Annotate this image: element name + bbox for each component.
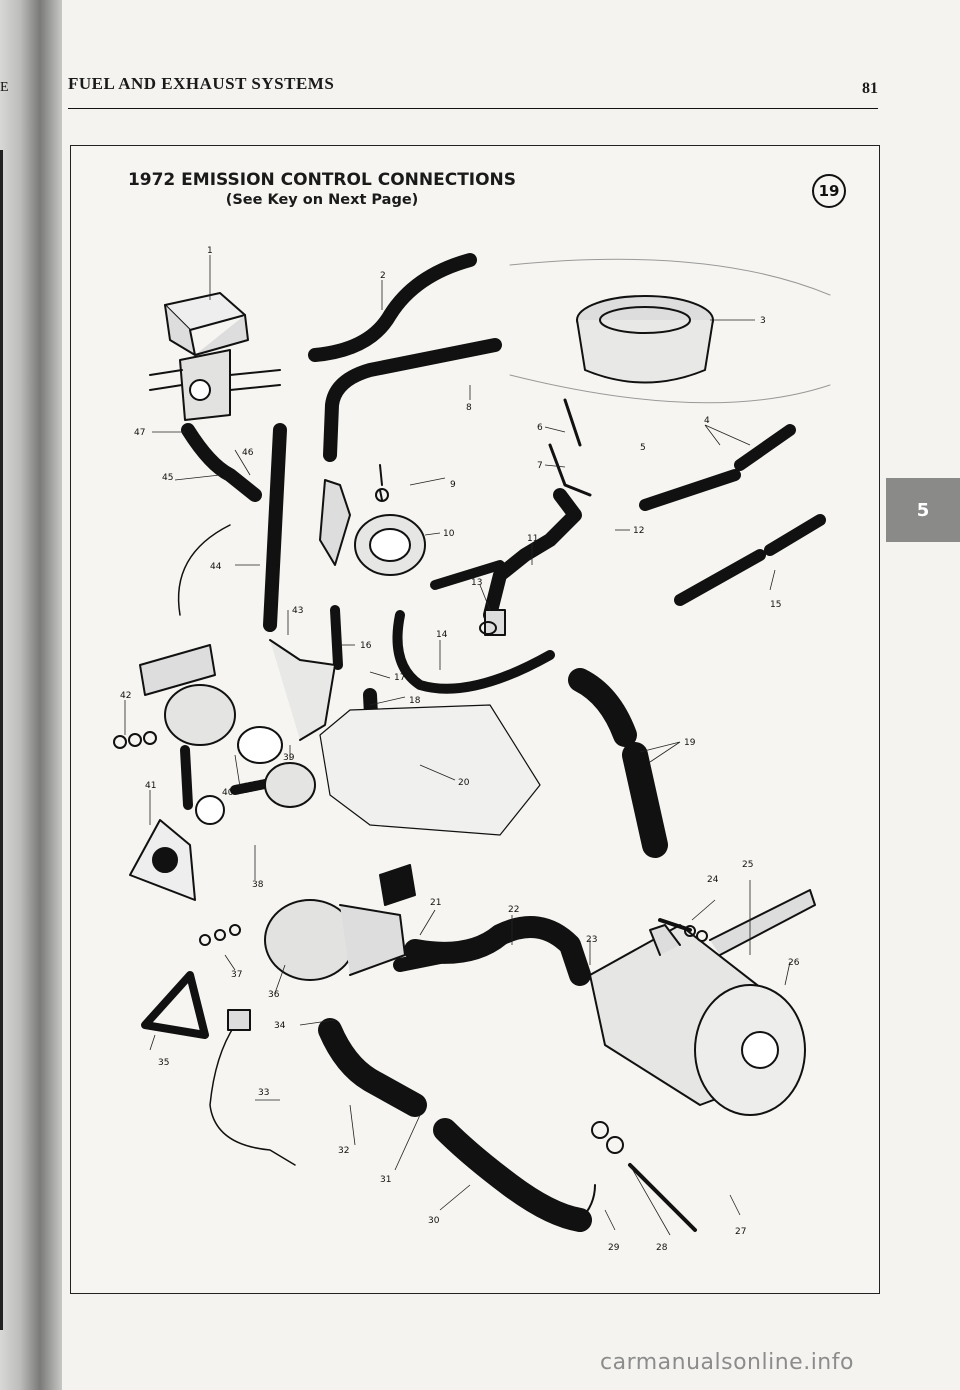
exploded-diagram: 1 2 3 4 5 6 7 8 9 10 11 12 13 14 15 16 1… xyxy=(113,246,831,1253)
figure-title-block: 1972 EMISSION CONTROL CONNECTIONS (See K… xyxy=(112,170,532,208)
part-label: 28 xyxy=(656,1243,668,1253)
left-page-edge-char: E xyxy=(0,80,9,95)
part-label: 12 xyxy=(633,526,644,536)
watermark: carmanualsonline.info xyxy=(600,1350,854,1375)
part-label: 39 xyxy=(283,753,295,763)
part-label: 35 xyxy=(158,1058,169,1068)
part-label: 4 xyxy=(704,416,710,426)
part-label: 5 xyxy=(640,443,646,453)
part-label: 29 xyxy=(608,1243,620,1253)
part-label: 41 xyxy=(145,781,156,791)
figure-number-badge: 19 xyxy=(812,174,846,208)
part-label: 16 xyxy=(360,641,372,651)
part-label: 42 xyxy=(120,691,131,701)
part-label: 27 xyxy=(735,1227,746,1237)
part-label: 17 xyxy=(394,673,405,683)
hose-45 xyxy=(181,423,262,502)
part-label: 9 xyxy=(450,480,456,490)
part-label: 24 xyxy=(707,875,719,885)
part-label: 7 xyxy=(537,461,543,471)
part-label: 14 xyxy=(436,630,448,640)
part-label: 45 xyxy=(162,473,173,483)
part-label: 34 xyxy=(274,1021,286,1031)
hose-43 xyxy=(263,423,287,632)
part-label: 22 xyxy=(508,905,519,915)
part-label: 3 xyxy=(760,316,766,326)
part-label: 8 xyxy=(466,403,472,413)
part-label: 40 xyxy=(222,788,234,798)
part-label: 15 xyxy=(770,600,781,610)
part-label: 43 xyxy=(292,606,303,616)
part-label: 20 xyxy=(458,778,470,788)
part-label: 44 xyxy=(210,562,222,572)
part-label: 30 xyxy=(428,1216,440,1226)
part-label: 36 xyxy=(268,990,280,1000)
air-cleaner-body xyxy=(576,319,714,384)
part-label: 38 xyxy=(252,880,264,890)
figure-subtitle: (See Key on Next Page) xyxy=(225,192,419,208)
part-label: 25 xyxy=(742,860,753,870)
part-label: 26 xyxy=(788,958,800,968)
part-label: 11 xyxy=(527,534,538,544)
page-header: FUEL AND EXHAUST SYSTEMS 81 xyxy=(68,72,878,109)
part-label: 6 xyxy=(537,423,543,433)
part-label: 18 xyxy=(409,696,421,706)
part-label: 37 xyxy=(231,970,242,980)
left-page-rule xyxy=(0,150,3,1330)
part-label: 31 xyxy=(380,1175,391,1185)
part-label: 13 xyxy=(471,578,482,588)
page-number: 81 xyxy=(862,80,878,97)
hose-2 xyxy=(308,253,477,362)
part-number-labels: 1 2 3 4 5 6 7 8 9 10 11 12 13 14 15 16 1… xyxy=(120,246,800,1253)
chapter-tab-label: 5 xyxy=(916,499,930,521)
part-label: 23 xyxy=(586,935,597,945)
part-label: 32 xyxy=(338,1146,349,1156)
part-label: 10 xyxy=(443,529,455,539)
part-label: 46 xyxy=(242,448,254,458)
part-label: 1 xyxy=(207,246,213,256)
part-label: 47 xyxy=(134,428,145,438)
part-label: 2 xyxy=(380,271,386,281)
book-spine-shadow xyxy=(0,0,62,1390)
figure-title: 1972 EMISSION CONTROL CONNECTIONS xyxy=(127,170,517,190)
part-label: 33 xyxy=(258,1088,269,1098)
chapter-tab[interactable]: 5 xyxy=(886,478,960,542)
section-title: FUEL AND EXHAUST SYSTEMS xyxy=(68,74,335,93)
part-label: 21 xyxy=(430,898,441,908)
hose-8 xyxy=(323,338,502,462)
part-label: 19 xyxy=(684,738,696,748)
